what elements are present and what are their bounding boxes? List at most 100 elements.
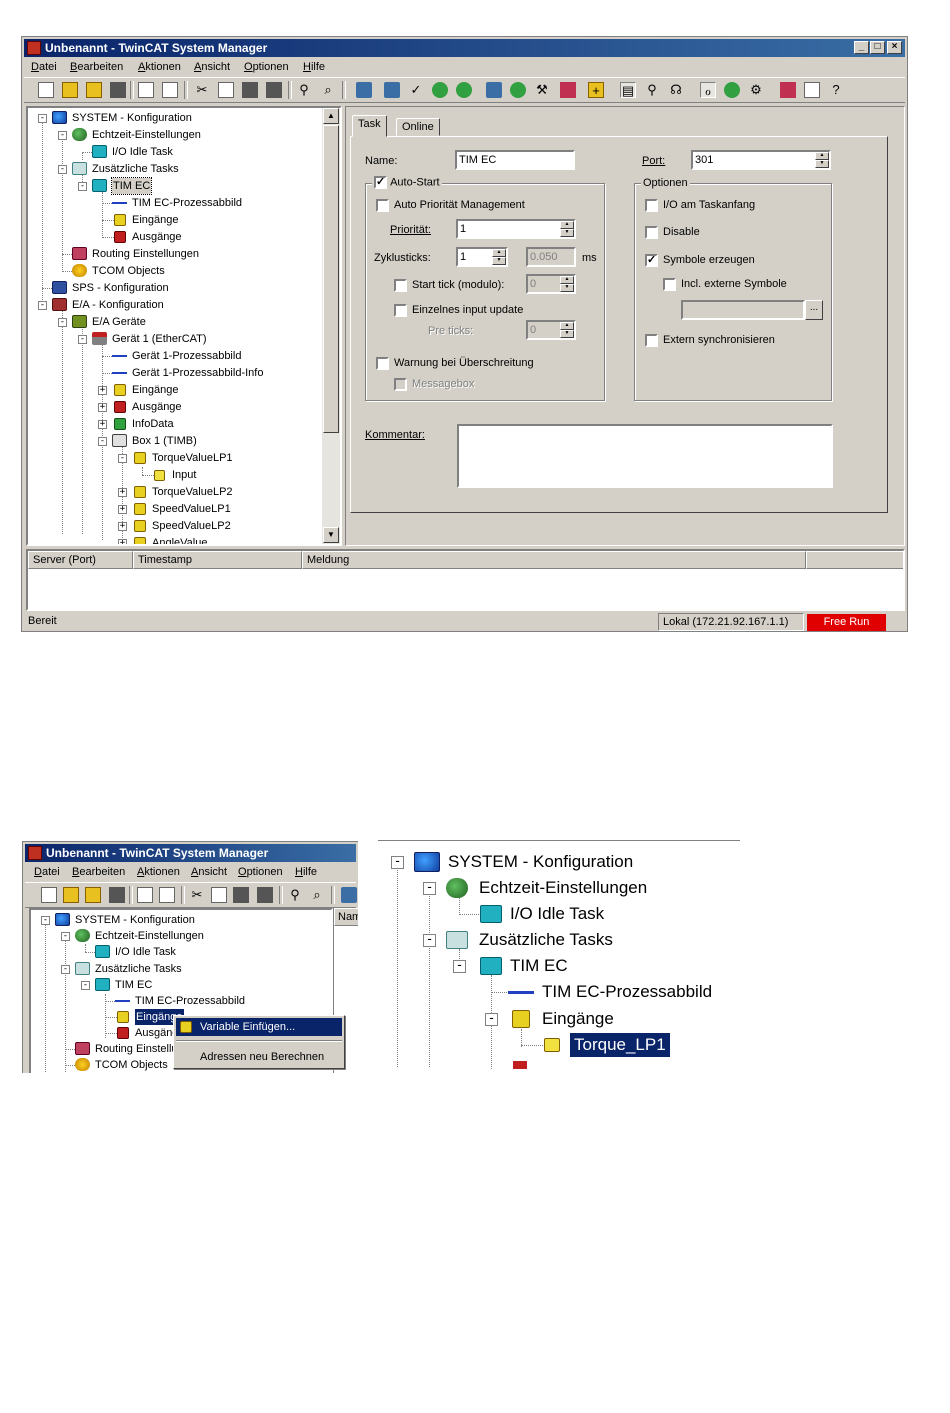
close-button[interactable]: × (887, 41, 902, 54)
zyklus-spinner[interactable]: 1 ▲▼ (456, 247, 508, 267)
collapse-icon[interactable]: - (391, 855, 404, 869)
print-icon[interactable] (138, 82, 154, 98)
tree-item-tim-ec-image[interactable]: TIM EC-Prozessabbild (31, 993, 331, 1009)
monitor-icon[interactable] (341, 887, 357, 903)
port-spinner[interactable]: 301 ▲▼ (691, 150, 831, 170)
tree-item-system[interactable]: - SYSTEM - Konfiguration (31, 912, 331, 928)
menu-hilfe[interactable]: Hilfe (303, 61, 326, 73)
collapse-icon[interactable]: - (58, 164, 67, 174)
title-bar[interactable]: Unbenannt - TwinCAT System Manager _ □ × (24, 39, 905, 57)
spin-up-icon[interactable]: ▲ (560, 221, 574, 229)
tree-item-io-idle-task[interactable]: I/O Idle Task (378, 902, 738, 926)
menu-aktionen[interactable]: Aktionen (137, 866, 180, 878)
monitor-icon[interactable] (356, 82, 372, 98)
spin-down-icon[interactable]: ▼ (560, 229, 574, 237)
collapse-icon[interactable]: - (61, 931, 70, 941)
tree-item-system[interactable]: - SYSTEM - Konfiguration (28, 110, 328, 126)
tree-item-ea-config[interactable]: - E/A - Konfiguration (28, 297, 328, 313)
tab-task[interactable]: Task (352, 115, 387, 137)
menu-datei[interactable]: Datei (31, 61, 57, 73)
tree-item-geraet1[interactable]: - Gerät 1 (EtherCAT) (28, 331, 328, 347)
open-from-target-icon[interactable] (86, 82, 102, 98)
scroll-up-icon[interactable]: ▲ (323, 108, 339, 124)
collapse-icon[interactable]: - (485, 1012, 498, 1026)
tree-item-geraet1-image-info[interactable]: Gerät 1-Prozessabbild-Info (28, 365, 328, 381)
spin-down-icon[interactable]: ▼ (815, 160, 829, 168)
tree-item-torque-lp1[interactable]: - TorqueValueLP1 (28, 450, 328, 466)
menu-optionen[interactable]: Optionen (238, 866, 283, 878)
copy-icon[interactable] (211, 887, 227, 903)
tree-item-zusatz-tasks[interactable]: - Zusätzliche Tasks (31, 961, 331, 977)
menu-hilfe[interactable]: Hilfe (295, 866, 318, 878)
einzel-checkbox[interactable] (394, 304, 407, 317)
tree-item-input[interactable]: Input (28, 467, 328, 483)
tree-item-dev-ausgaenge[interactable]: + Ausgänge (28, 399, 328, 415)
name-field[interactable]: TIM EC (455, 150, 575, 170)
info-icon[interactable] (804, 82, 820, 98)
menu-optionen[interactable]: Optionen (244, 61, 289, 73)
menu-ansicht[interactable]: Ansicht (191, 866, 228, 878)
paste-icon[interactable] (233, 887, 249, 903)
collapse-icon[interactable]: - (38, 300, 47, 310)
new-file-icon[interactable] (41, 887, 57, 903)
spin-down-icon[interactable]: ▼ (492, 257, 506, 265)
collapse-icon[interactable]: - (61, 964, 70, 974)
tab-online[interactable]: Online (396, 118, 440, 136)
spin-up-icon[interactable]: ▲ (815, 152, 829, 160)
expand-icon[interactable]: + (118, 487, 127, 497)
symbole-checkbox[interactable]: ✓ (645, 254, 658, 267)
spin-up-icon[interactable]: ▲ (492, 249, 506, 257)
scan-devices-icon[interactable]: ⚒ (536, 82, 548, 97)
menu-ansicht[interactable]: Ansicht (194, 61, 231, 73)
expand-icon[interactable]: + (98, 385, 107, 395)
find-icon[interactable]: ⚲ (299, 82, 309, 97)
tree-item-ausgaenge[interactable]: Ausgänge (31, 1025, 331, 1041)
cut-icon[interactable]: ✂ (196, 82, 208, 97)
open-folder-icon[interactable] (62, 82, 78, 98)
collapse-icon[interactable]: - (41, 915, 50, 925)
collapse-icon[interactable]: - (81, 980, 90, 990)
tree-item-system[interactable]: - SYSTEM - Konfiguration (378, 850, 738, 874)
column-header-server[interactable]: Server (Port) (28, 551, 133, 569)
find-icon[interactable]: ⚲ (290, 887, 300, 902)
spin-buttons[interactable]: ▲▼ (492, 249, 506, 265)
tree-item-eingaenge[interactable]: Eingänge (31, 1009, 331, 1025)
show-online-data-icon[interactable]: + (588, 82, 604, 98)
collapse-icon[interactable]: - (453, 959, 466, 973)
paste-with-links-icon[interactable] (266, 82, 282, 98)
spin-buttons[interactable]: ▲▼ (815, 152, 829, 168)
tree-item-angle[interactable]: + AngleValue (28, 535, 328, 546)
start-tick-checkbox[interactable] (394, 279, 407, 292)
generate-mappings-icon[interactable] (384, 82, 400, 98)
spin-buttons[interactable]: ▲▼ (560, 221, 574, 237)
menu-bearbeiten[interactable]: Bearbeiten (72, 866, 126, 878)
io-anfang-checkbox[interactable] (645, 199, 658, 212)
change-target-icon[interactable]: ⚙ (750, 82, 762, 97)
help-book-icon[interactable] (780, 82, 796, 98)
tree-view[interactable]: - SYSTEM - Konfiguration - Echtzeit-Eins… (29, 908, 333, 1073)
set-value-icon[interactable]: ☊ (670, 82, 682, 97)
tree-item-dev-eingaenge[interactable]: + Eingänge (28, 382, 328, 398)
tree-item-io-idle-task[interactable]: I/O Idle Task (31, 944, 331, 960)
column-header-name[interactable]: Nam (334, 908, 358, 926)
cut-icon[interactable]: ✂ (191, 887, 203, 902)
open-folder-icon[interactable] (63, 887, 79, 903)
tree-item-box1[interactable]: - Box 1 (TIMB) (28, 433, 328, 449)
restart-run-mode-icon[interactable] (456, 82, 472, 98)
scroll-down-icon[interactable]: ▼ (323, 527, 339, 543)
tree-item-tim-ec[interactable]: - TIM EC (31, 977, 331, 993)
tree-item-zusatz-tasks[interactable]: - Zusätzliche Tasks (378, 928, 738, 952)
tree-item-tim-ec-image[interactable]: TIM EC-Prozessabbild (28, 195, 328, 211)
scrollbar-thumb[interactable] (323, 125, 339, 433)
auto-start-checkbox[interactable]: ✓ (374, 176, 387, 189)
collapse-icon[interactable]: - (58, 130, 67, 140)
menu-aktionen[interactable]: Aktionen (138, 61, 181, 73)
tree-item-routing[interactable]: Routing Einstellu (31, 1041, 331, 1057)
browse-button[interactable]: ... (805, 300, 823, 320)
collapse-icon[interactable]: - (423, 881, 436, 895)
open-from-target-icon[interactable] (85, 887, 101, 903)
print-icon[interactable] (137, 887, 153, 903)
expand-icon[interactable]: + (118, 538, 127, 546)
tree-item-speed-lp2[interactable]: + SpeedValueLP2 (28, 518, 328, 534)
collapse-icon[interactable]: - (98, 436, 107, 446)
